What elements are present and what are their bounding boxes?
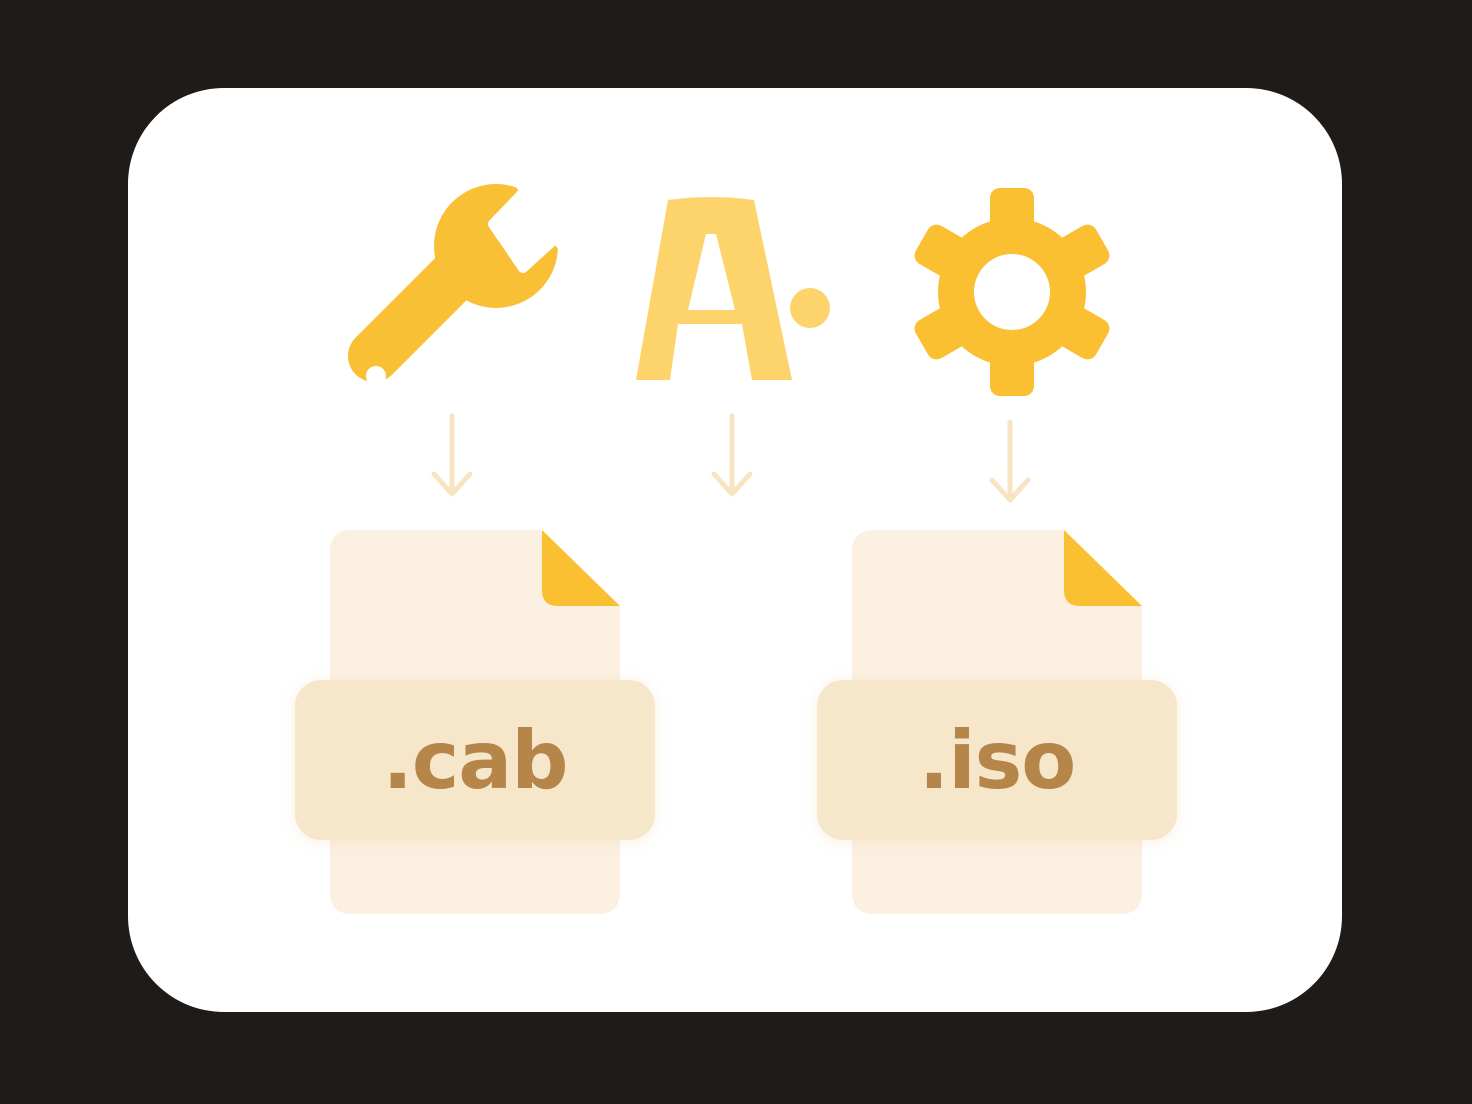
file-iso: .iso [817,530,1177,914]
font-icon [632,196,838,386]
arrow-down-icon [986,418,1034,510]
file-extension-label: .iso [817,680,1177,840]
arrow-down-icon [428,412,476,504]
wrench-icon [340,169,583,410]
file-cab: .cab [295,530,655,914]
arrow-down-icon [708,412,756,504]
file-extension-label: .cab [295,680,655,840]
gear-icon [912,186,1112,398]
